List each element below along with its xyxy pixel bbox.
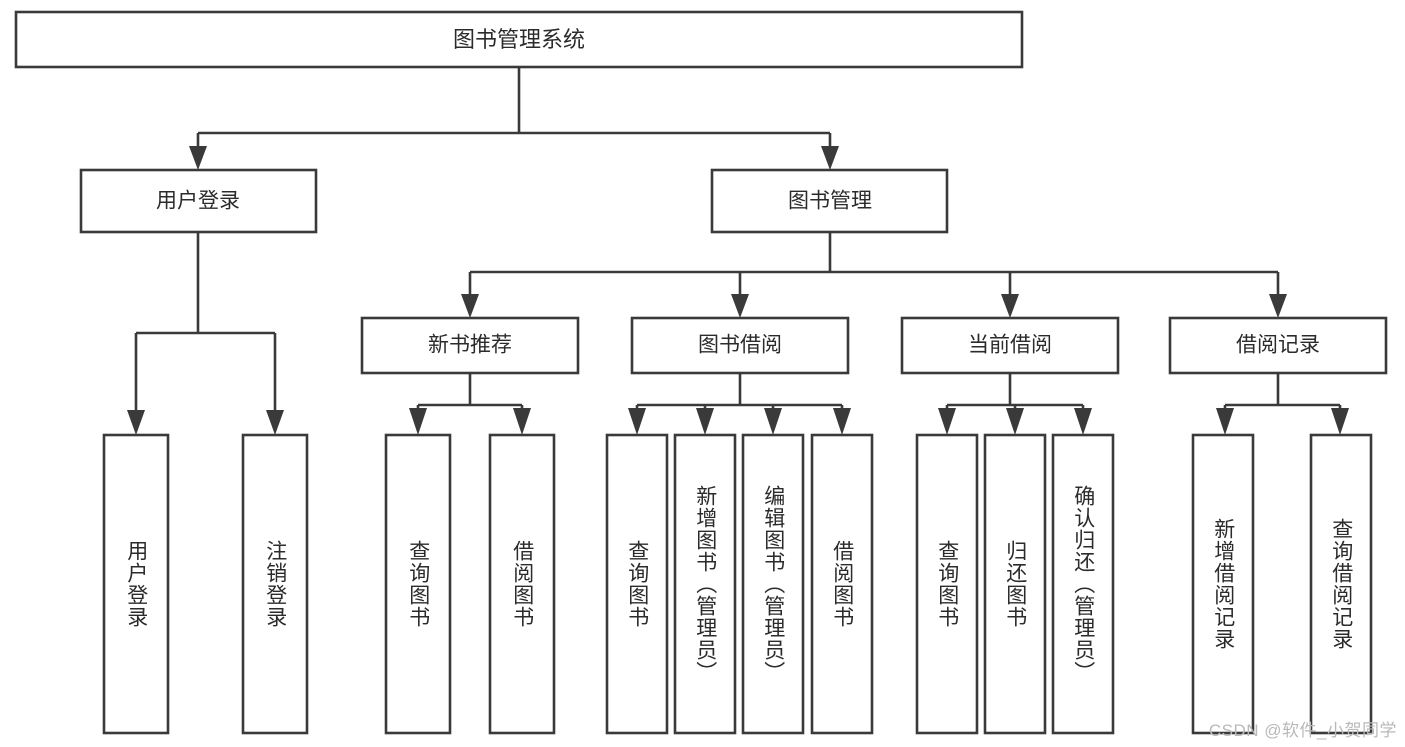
node-box-leaf-confirm-return[interactable] bbox=[1051, 433, 1115, 735]
arrow-head-leaf-add-record bbox=[1216, 408, 1234, 435]
arrow-head-leaf-query-book-3 bbox=[938, 408, 956, 435]
arrow-head-leaf-user-logout bbox=[266, 410, 284, 435]
node-label-current-borrow: 当前借阅 bbox=[968, 334, 1052, 357]
node-label-new-book-recommend: 新书推荐 bbox=[428, 334, 512, 357]
arrow-head-leaf-query-book-1 bbox=[409, 408, 427, 435]
node-box-leaf-add-book[interactable] bbox=[673, 433, 737, 735]
arrow-head-book-manage bbox=[821, 146, 839, 170]
node-label-book-borrow: 图书借阅 bbox=[698, 334, 782, 357]
arrow-head-leaf-borrow-book-1 bbox=[513, 408, 531, 435]
node-box-root[interactable] bbox=[14, 10, 1024, 69]
arrow-head-leaf-query-book-2 bbox=[628, 408, 646, 435]
node-label-user-login: 用户登录 bbox=[156, 190, 240, 213]
arrow-head-leaf-edit-book bbox=[764, 408, 782, 435]
watermark-text: CSDN @软件_小贺同学 bbox=[1208, 721, 1397, 740]
node-box-book-borrow[interactable] bbox=[630, 316, 850, 375]
arrow-head-leaf-user-login bbox=[127, 410, 145, 435]
connector-group-book-manage bbox=[461, 232, 1287, 318]
connector-group-new-book-recommend bbox=[409, 373, 531, 435]
connector-group-user-login bbox=[127, 232, 284, 435]
connector-group-borrow-record bbox=[1216, 373, 1349, 435]
node-box-leaf-query-book-2[interactable] bbox=[605, 433, 669, 735]
connector-group-current-borrow bbox=[938, 373, 1092, 435]
node-box-leaf-user-login[interactable] bbox=[102, 433, 170, 735]
node-label-root: 图书管理系统 bbox=[453, 27, 585, 52]
node-box-leaf-query-record[interactable] bbox=[1309, 433, 1373, 735]
arrow-head-leaf-borrow-book-2 bbox=[833, 408, 851, 435]
node-box-leaf-borrow-book-1[interactable] bbox=[488, 433, 556, 735]
arrow-head-leaf-confirm-return bbox=[1074, 408, 1092, 435]
arrow-head-leaf-query-record bbox=[1331, 408, 1349, 435]
arrow-head-leaf-return-book bbox=[1006, 408, 1024, 435]
node-box-leaf-user-logout[interactable] bbox=[241, 433, 309, 735]
node-box-leaf-query-book-1[interactable] bbox=[384, 433, 452, 735]
arrow-head-borrow-record bbox=[1269, 294, 1287, 318]
connector-group-root bbox=[189, 67, 839, 170]
arrow-head-current-borrow bbox=[1001, 294, 1019, 318]
node-box-leaf-return-book[interactable] bbox=[983, 433, 1047, 735]
node-box-leaf-query-book-3[interactable] bbox=[915, 433, 979, 735]
node-label-borrow-record: 借阅记录 bbox=[1236, 334, 1320, 357]
node-box-borrow-record[interactable] bbox=[1168, 316, 1388, 375]
node-box-new-book-recommend[interactable] bbox=[360, 316, 580, 375]
node-box-leaf-edit-book[interactable] bbox=[741, 433, 805, 735]
node-box-book-manage[interactable] bbox=[710, 168, 949, 234]
node-label-book-manage: 图书管理 bbox=[788, 190, 872, 213]
node-box-user-login[interactable] bbox=[79, 168, 318, 234]
arrow-head-leaf-add-book bbox=[696, 408, 714, 435]
node-box-leaf-add-record[interactable] bbox=[1191, 433, 1255, 735]
connector-group-book-borrow bbox=[628, 373, 851, 435]
arrow-head-user-login bbox=[189, 146, 207, 170]
node-box-leaf-borrow-book-2[interactable] bbox=[810, 433, 874, 735]
arrow-head-book-borrow bbox=[731, 294, 749, 318]
arrow-head-new-book-recommend bbox=[461, 294, 479, 318]
node-box-current-borrow[interactable] bbox=[900, 316, 1120, 375]
